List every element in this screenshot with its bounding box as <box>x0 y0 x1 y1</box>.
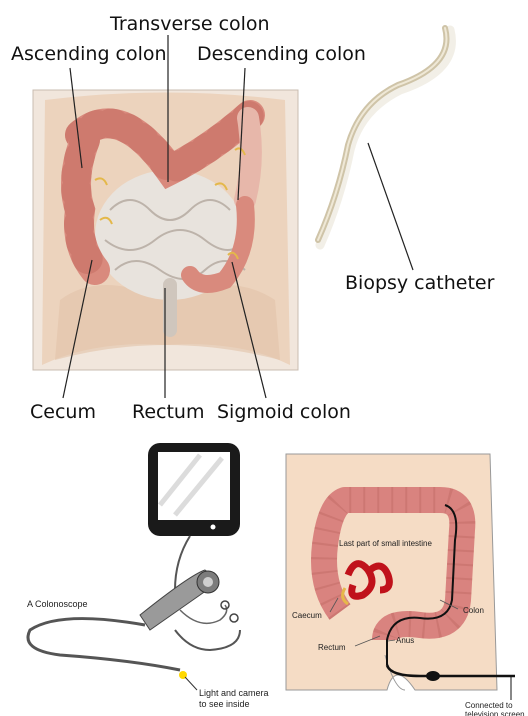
label-anus: Anus <box>396 636 414 645</box>
label-colon: Colon <box>463 606 484 615</box>
label-caecum: Caecum <box>292 611 322 620</box>
label-connected-2: television screen <box>465 710 525 716</box>
label-last-part-small-intestine: Last part of small intestine <box>339 539 432 548</box>
label-connected-1: Connected to <box>465 701 513 710</box>
label-rectum-diagram: Rectum <box>318 643 346 652</box>
